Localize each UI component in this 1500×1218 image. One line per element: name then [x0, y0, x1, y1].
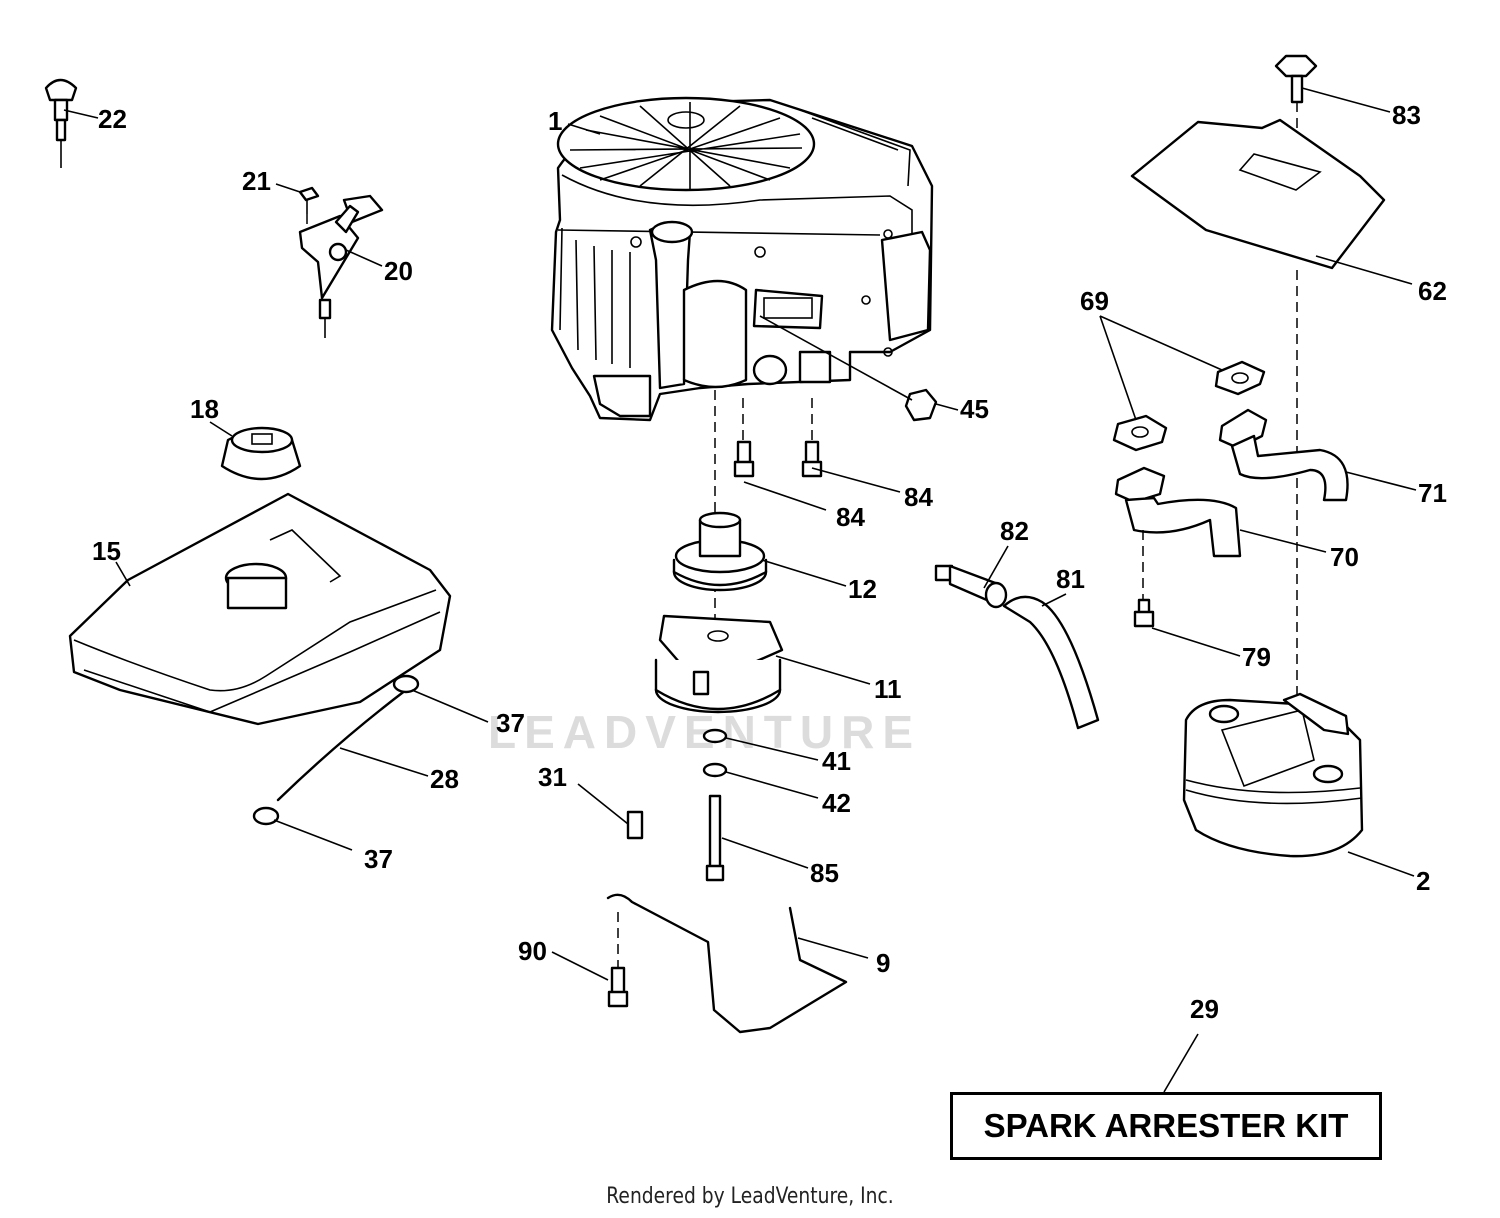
part-37-clamp-bottom — [252, 806, 280, 826]
callout-21: 21 — [242, 166, 271, 196]
callout-29: 29 — [1190, 994, 1219, 1024]
part-1-engine — [550, 96, 934, 422]
part-62-heat-shield — [1130, 118, 1386, 270]
part-20-throttle-bracket — [298, 194, 384, 338]
callout-1: 1 — [548, 106, 562, 136]
callout-79: 79 — [1242, 642, 1271, 672]
callout-83: 83 — [1392, 100, 1421, 130]
part-21-bolt — [298, 186, 320, 214]
callout-37-bottom: 37 — [364, 844, 393, 874]
part-69-gaskets — [1112, 360, 1266, 452]
callout-81: 81 — [1056, 564, 1085, 594]
callout-12: 12 — [848, 574, 877, 604]
callout-2: 2 — [1416, 866, 1430, 896]
watermark: LEADVENTURE — [488, 706, 921, 758]
callout-82: 82 — [1000, 516, 1029, 546]
part-22-dipstick — [44, 78, 78, 168]
callout-37-top: 37 — [496, 708, 525, 738]
callout-15: 15 — [92, 536, 121, 566]
callout-41: 41 — [822, 746, 851, 776]
part-15-fuel-tank — [68, 492, 452, 726]
part-81-hose — [1002, 595, 1100, 730]
part-84-bolts — [733, 440, 823, 478]
part-41-washer — [702, 728, 728, 744]
callout-22: 22 — [98, 104, 127, 134]
callout-84-left: 84 — [836, 502, 865, 532]
callout-labels: 1 22 21 20 18 15 37 28 37 31 84 84 12 11… — [92, 100, 1447, 1024]
part-18-fuel-cap — [220, 426, 302, 481]
footer-credit: Rendered by LeadVenture, Inc. — [606, 1184, 894, 1209]
callout-85: 85 — [810, 858, 839, 888]
part-42-washer — [702, 762, 728, 778]
callout-84-right: 84 — [904, 482, 933, 512]
part-71-exhaust-pipe — [1218, 408, 1349, 502]
spark-arrester-kit-label: SPARK ARRESTER KIT — [950, 1092, 1382, 1160]
part-9-rod — [606, 893, 848, 1034]
leader-lines — [63, 87, 1417, 1093]
callout-90: 90 — [518, 936, 547, 966]
callout-45: 45 — [960, 394, 989, 424]
callout-11: 11 — [874, 674, 902, 704]
part-11-clutch — [654, 614, 784, 714]
callout-62: 62 — [1418, 276, 1447, 306]
callout-42: 42 — [822, 788, 851, 818]
part-12-pulley — [672, 511, 768, 592]
part-28-fuel-line — [276, 688, 408, 802]
callout-18: 18 — [190, 394, 219, 424]
callout-31: 31 — [538, 762, 567, 792]
callout-20: 20 — [384, 256, 413, 286]
callout-69: 69 — [1080, 286, 1109, 316]
part-45-nut — [904, 388, 938, 422]
part-79-bolt — [1133, 530, 1155, 628]
part-31-screw — [626, 810, 644, 840]
part-82-fitting — [934, 564, 1008, 609]
part-90-bolt — [607, 912, 629, 1008]
part-2-muffler — [1182, 692, 1364, 858]
callout-9: 9 — [876, 948, 890, 978]
callout-28: 28 — [430, 764, 459, 794]
callout-71: 71 — [1418, 478, 1447, 508]
part-70-exhaust-pipe — [1114, 466, 1242, 558]
part-85-bolt — [705, 794, 725, 882]
callout-70: 70 — [1330, 542, 1359, 572]
part-37-clamp-top — [392, 674, 420, 694]
